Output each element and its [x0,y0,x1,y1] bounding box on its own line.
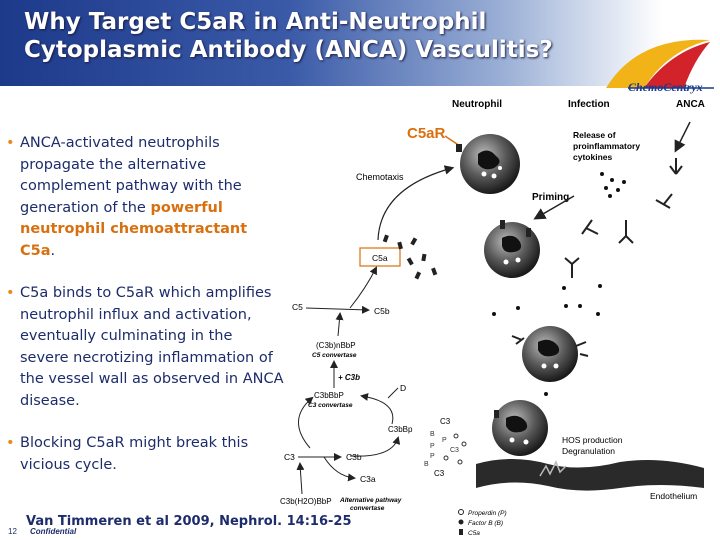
bullet-marker: • [6,435,15,451]
bullet-2-text: C5a binds to C5aR which amplifies neutro… [20,285,284,409]
c3b-to-c3bbp-arrow [349,436,401,457]
bullet-marker: • [6,285,15,301]
svg-text:B: B [430,431,435,438]
svg-text:C3: C3 [450,447,459,454]
svg-text:P: P [430,443,435,450]
release-line-2: proinflammatory [573,141,640,151]
release-line-3: cytokines [573,152,612,162]
factor-d-arrow [387,387,399,399]
c3bbp-label: C3bBp [388,425,413,434]
c5-to-c5a-arrow [349,266,377,309]
bullet-1: • ANCA-activated neutrophils propagate t… [6,133,284,262]
c5-label: C5 [292,302,303,312]
alt-pathway-line-1: Alternative pathway [339,497,402,504]
legend-factor-b: Factor B (B) [468,520,503,527]
c3-bottom-label: C3 [434,469,445,478]
bullet-1-highlight: powerful neutrophil chemoattractant C5a [20,199,248,259]
svg-text:P: P [442,437,447,444]
bullet-list: • ANCA-activated neutrophils propagate t… [6,133,284,497]
header-infection: Infection [568,99,610,110]
chemotaxis-arrow [377,165,455,241]
bullet-3: • Blocking C5aR might break this vicious… [6,433,284,476]
alt-pathway-arrow [296,462,305,495]
c3b-label: C3b [346,452,362,462]
slide-title: Why Target C5aR in Anti-Neutrophil Cytop… [24,8,584,64]
cytokine-dots [600,172,626,198]
svg-text:P: P [430,453,435,460]
bullet-2: • C5a binds to C5aR which amplifies neut… [6,283,284,412]
c5a-box [359,247,401,267]
factor-d-label: D [400,383,406,393]
plus-c3b-label: + C3b [338,373,360,382]
c5-convertase-label: C5 convertase [312,352,357,359]
bullet-marker: • [6,135,15,151]
c3-label: C3 [284,452,295,462]
title-band [0,0,720,86]
c3bbp-to-c3bbbp-arrow [360,393,394,425]
neutrophil-dots [492,284,602,408]
c3-convertase-label: C3 convertase [308,402,353,409]
title-line-2: Cytoplasmic Antibody (ANCA) Vasculitis? [24,37,553,63]
c5a-box-label: C5a [372,253,388,263]
bullet-1-text: ANCA-activated neutrophils propagate the… [20,135,242,216]
priming-arrow [533,195,575,220]
release-line-1: Release of [573,130,616,140]
logo-text: ChemoCentryx [628,80,703,94]
c5b-label: C5b [374,306,390,316]
page-number: 12 [8,527,17,536]
alt-pathway-line-2: convertase [350,505,385,512]
legend-c5a: C5a [468,530,480,537]
c5ar-label: C5aR [407,125,446,142]
c5-convertase-formula: (C3b)nBbP [316,341,356,350]
priming-label: Priming [532,192,569,203]
c3-top-label: C3 [440,417,451,426]
c3-loop-arrow [298,396,314,449]
hos-production-label: HOS production [562,435,623,445]
chemocentryx-logo [606,39,714,89]
c3-to-c3a-arrow [323,456,356,482]
anca-antibody-icons [564,158,683,278]
confidential-label: Confidential [30,527,77,536]
neutrophil-cell-2 [484,220,540,278]
degranulation-label: Degranulation [562,446,615,456]
legend-properdin: Properdin (P) [468,510,507,517]
svg-text:B: B [424,461,429,468]
anca-arrow [674,121,691,153]
neutrophil-cell-1 [456,134,520,194]
c3a-label: C3a [360,474,376,484]
c3bbbp-label: C3bBbP [314,391,344,400]
legend: Properdin (P) Factor B (B) C5a [458,509,507,537]
title-line-1: Why Target C5aR in Anti-Neutrophil [24,9,487,35]
c3h2o-label: C3b(H2O)BbP [280,497,332,506]
c5a-fragments [382,234,438,280]
chemotaxis-label: Chemotaxis [356,172,404,182]
bullet-3-text: Blocking C5aR might break this vicious c… [20,435,249,473]
header-anca: ANCA [676,99,705,110]
endothelium-layer [476,459,704,491]
endothelium-label: Endothelium [650,491,697,501]
c5-to-c5b-arrow [305,305,370,314]
header-neutrophil: Neutrophil [452,99,502,110]
bullet-1-end: . [50,242,56,259]
neutrophil-cell-4 [492,400,548,456]
neutrophil-cell-3 [511,326,589,382]
anca-pathway-diagram: Neutrophil Infection ANCA C5aR Release o… [280,99,705,537]
citation: Van Timmeren et al 2009, Nephrol. 14:16-… [26,514,352,529]
c5-convertase-arrow [335,312,344,337]
